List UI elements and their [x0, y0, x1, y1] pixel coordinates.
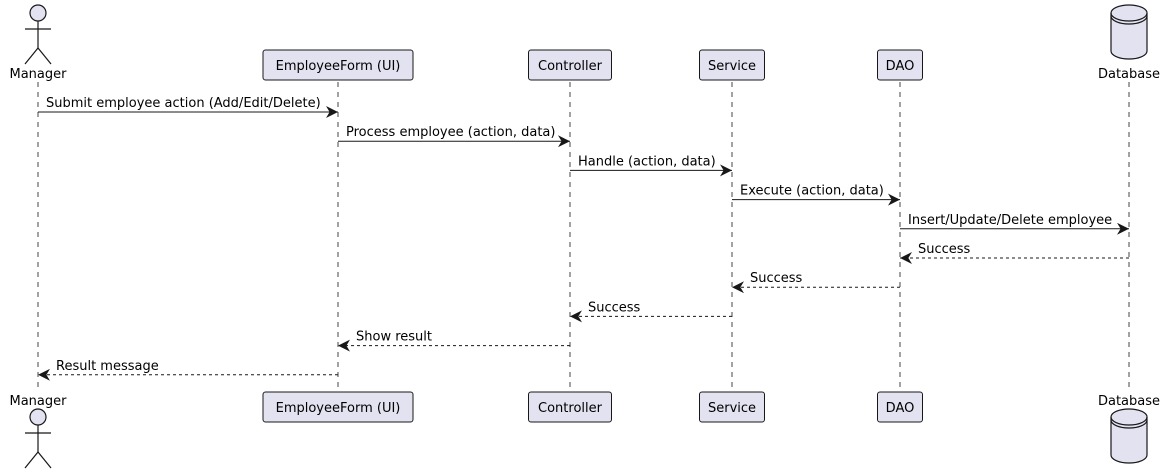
participant-label: Manager: [10, 67, 68, 82]
participant-box: [262, 49, 414, 81]
participant-manager-bottom: Manager: [10, 394, 68, 469]
messages: Submit employee action (Add/Edit/Delete)…: [38, 96, 1129, 381]
participant-box: [528, 391, 612, 423]
message-1: Submit employee action (Add/Edit/Delete): [38, 96, 338, 118]
message-9: Show result: [338, 330, 570, 352]
message-6: Success: [900, 242, 1129, 264]
message-label: Show result: [356, 330, 432, 345]
participant-label: Controller: [538, 401, 603, 416]
message-7: Success: [732, 271, 900, 294]
message-3: Handle (action, data): [570, 154, 732, 177]
participant-service-bottom: Service: [699, 391, 765, 423]
participant-manager-top: Manager: [10, 4, 68, 82]
participant-label: DAO: [886, 59, 915, 74]
participant-label: EmployeeForm (UI): [276, 59, 401, 74]
message-5: Insert/Update/Delete employee: [900, 213, 1129, 235]
database-cylinder-icon: [1110, 4, 1148, 60]
participant-box: [877, 49, 923, 81]
message-label: Execute (action, data): [740, 184, 884, 199]
participant-label: DAO: [886, 401, 915, 416]
participant-controller-top: Controller: [528, 49, 612, 81]
participant-box: [528, 49, 612, 81]
message-label: Success: [750, 271, 803, 286]
participant-box: [262, 391, 414, 423]
participant-dao-bottom: DAO: [877, 391, 923, 423]
participant-label: Controller: [538, 59, 603, 74]
manager-actor-icon: [24, 4, 52, 65]
manager-actor-icon: [24, 408, 52, 469]
message-4: Execute (action, data): [732, 184, 900, 206]
lifelines: [37, 82, 1130, 392]
participant-label: Database: [1098, 67, 1160, 82]
message-label: Success: [918, 242, 971, 257]
message-label: Submit employee action (Add/Edit/Delete): [46, 96, 321, 111]
database-cylinder-icon: [1110, 408, 1148, 464]
message-label: Handle (action, data): [578, 154, 716, 169]
participant-box: [877, 391, 923, 423]
message-10: Result message: [38, 359, 338, 381]
participant-label: EmployeeForm (UI): [276, 401, 401, 416]
participant-form-top: EmployeeForm (UI): [262, 49, 414, 81]
message-label: Insert/Update/Delete employee: [908, 213, 1112, 228]
participant-label: Database: [1098, 394, 1160, 409]
message-label: Success: [588, 300, 641, 315]
participant-service-top: Service: [699, 49, 765, 81]
participant-label: Manager: [10, 394, 68, 409]
message-label: Process employee (action, data): [346, 125, 555, 140]
message-8: Success: [570, 300, 732, 323]
participant-label: Service: [708, 401, 756, 416]
participant-box: [699, 391, 765, 423]
participant-controller-bottom: Controller: [528, 391, 612, 423]
participant-dao-top: DAO: [877, 49, 923, 81]
message-2: Process employee (action, data): [338, 125, 570, 148]
message-label: Result message: [56, 359, 159, 374]
participants-top: Manager EmployeeForm (UI) Controller Servic…: [10, 4, 1160, 82]
participant-database-top: Database: [1098, 4, 1160, 82]
participant-box: [699, 49, 765, 81]
participant-form-bottom: EmployeeForm (UI): [262, 391, 414, 423]
participants-bottom: Manager EmployeeForm (UI) Controller Servic…: [10, 391, 1160, 469]
participant-database-bottom: Database: [1098, 394, 1160, 464]
participant-label: Service: [708, 59, 756, 74]
